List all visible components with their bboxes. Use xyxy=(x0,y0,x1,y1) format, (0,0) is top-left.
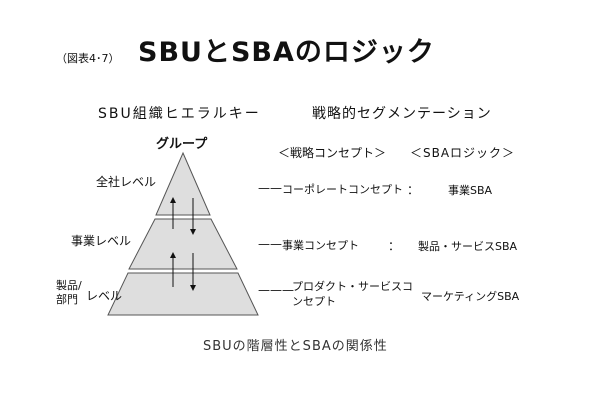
sba-logic-subheader: ＜SBAロジック＞ xyxy=(410,146,516,160)
pyramid-top-label: グループ xyxy=(156,137,208,152)
connector-dash-product: ——— xyxy=(258,283,294,297)
sba-business: 製品・サービスSBA xyxy=(418,240,518,253)
pyramid-tier-product xyxy=(107,272,259,316)
concept-business: 事業コンセプト xyxy=(282,239,359,252)
level-product-dept-label: 製品/部門 xyxy=(56,279,82,306)
level-product-level-label: レベル xyxy=(86,289,123,303)
level-business-label: 事業レベル xyxy=(71,234,132,248)
connector-dash-business: —— xyxy=(258,237,282,251)
separator-colon-business: ： xyxy=(388,239,401,253)
figure-label: （図表4･7） xyxy=(56,52,120,65)
diagram-title: SBUとSBAのロジック xyxy=(138,37,435,68)
diagram-caption: SBUの階層性とSBAの関係性 xyxy=(203,339,388,354)
hierarchy-header: SBU組織ヒエラルキー xyxy=(98,106,261,122)
segmentation-header: 戦略的セグメンテーション xyxy=(312,106,492,122)
separator-colon-corporate: ： xyxy=(407,183,420,197)
strategy-concept-subheader: ＜戦略コンセプト＞ xyxy=(278,146,387,160)
connector-dash-corporate: —— xyxy=(258,181,282,195)
level-company-label: 全社レベル xyxy=(96,175,157,189)
sba-corporate: 事業SBA xyxy=(448,184,493,197)
concept-product: プロダクト・サービスコンセプト xyxy=(292,280,413,308)
concept-corporate: コーポレートコンセプト xyxy=(282,183,403,196)
pyramid-tier-company xyxy=(155,151,211,216)
sba-product: マーケティングSBA xyxy=(421,290,520,303)
pyramid-tier-business xyxy=(128,218,238,270)
